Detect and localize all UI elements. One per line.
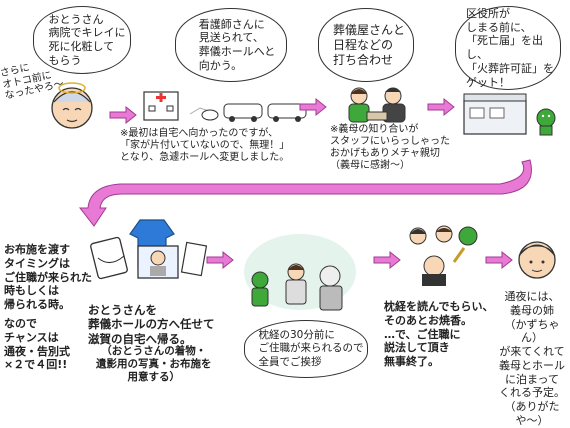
step4-bubble: 区役所が しまる前に、 「死亡届」を出し、 「火葬許可証」を ゲット！ bbox=[455, 6, 561, 90]
greeting-group-illustration bbox=[244, 234, 356, 311]
step1-bubble: おとうさん 病院でキレイに 死に化粧して もらう bbox=[33, 6, 131, 74]
hospital-illustration bbox=[143, 91, 307, 122]
offering-timing-text: お布施を渡す タイミングは ご住職が来られた 時もしくは 帰られる時。 bbox=[4, 243, 92, 311]
kimono-photo-envelope-illustration bbox=[90, 219, 208, 280]
home-prep-subtext: （おとうさんの着物・ 遺影用の写真・お布施を 用意する） bbox=[96, 345, 212, 384]
arrow-step2-to-3 bbox=[299, 97, 327, 117]
step3-note: ※義母の知り合いが スタッフにいらっしゃった おかげもありメチャ親切 （義母に感… bbox=[330, 124, 450, 171]
meeting-illustration bbox=[348, 87, 406, 123]
sutra-reading-illustration bbox=[409, 225, 478, 286]
arrow-home-to-pillow bbox=[206, 250, 234, 270]
arrow-step3-to-4 bbox=[427, 97, 455, 117]
aunt-face-illustration bbox=[518, 241, 556, 279]
arrow-sutra-to-vigil bbox=[485, 250, 513, 270]
dad-face-illustration bbox=[51, 82, 93, 129]
arrow-pillow-to-sutra bbox=[373, 250, 401, 270]
pillow-sutra-bubble: 枕経の30分前に ご住職が来られるので 全員でご挨拶 bbox=[244, 320, 368, 378]
ward-office-illustration bbox=[463, 93, 556, 136]
arrow-row1-to-row2 bbox=[78, 159, 532, 227]
arrow-step1-to-2 bbox=[109, 105, 137, 125]
step3-bubble: 葬儀屋さんと 日程などの 打ち合わせ bbox=[318, 8, 414, 82]
step2-note: ※最初は自宅へ向かったのですが、 「家が片付いていないので、無理！」 となり、急… bbox=[120, 128, 290, 163]
sutra-reading-text: 枕経を読んでもらい、 そのあとお焼香。 …で、ご住職に 説法して頂き 無事終了。 bbox=[384, 300, 494, 368]
offering-chance-text: なので チャンスは 通夜・告別式 ×２で４回!! bbox=[4, 317, 70, 372]
home-return-text: おとうさんを 葬儀ホールの方へ任せて 滋賀の自宅へ帰る。 bbox=[88, 303, 215, 346]
step2-bubble: 看護師さんに 見送られて、 葬儀ホールへと 向かう。 bbox=[175, 8, 287, 82]
vigil-text: 通夜には、 義母の姉 （かずちゃん） が来てくれて 義母とホール に泊まって く… bbox=[499, 290, 565, 427]
